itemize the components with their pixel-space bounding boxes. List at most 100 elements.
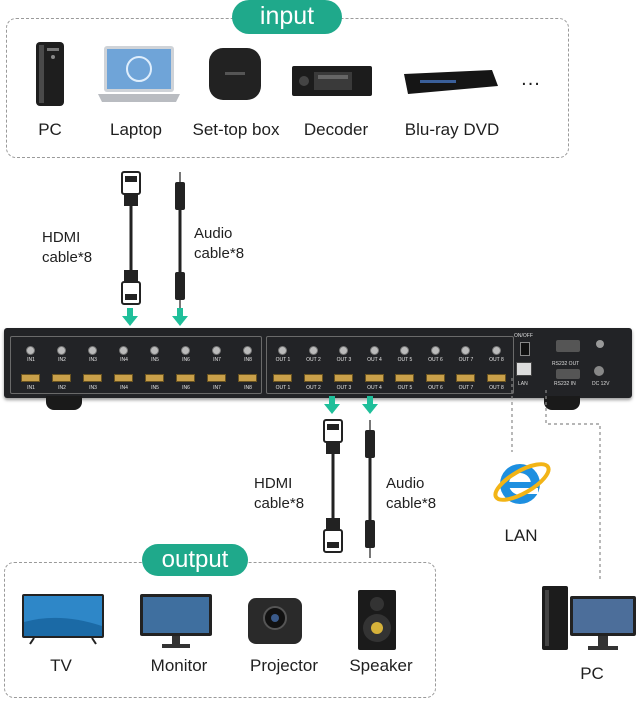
port-label: OUT 6	[428, 357, 443, 363]
port-label: IN7	[213, 357, 221, 363]
audio-port[interactable]	[430, 346, 440, 355]
audio-port[interactable]	[278, 346, 287, 355]
set-top-box-icon	[209, 48, 261, 100]
monitor-icon	[140, 594, 212, 648]
audio-port[interactable]	[461, 346, 470, 355]
hdmi-port[interactable]	[21, 374, 40, 382]
input-port-group	[10, 336, 262, 394]
input-hdmi-arrow-icon	[122, 308, 138, 326]
port-label: OUT 8	[489, 385, 504, 391]
hdmi-port[interactable]	[395, 374, 414, 382]
hdmi-port[interactable]	[238, 374, 257, 382]
audio-port[interactable]	[57, 346, 66, 355]
rs232-out-port[interactable]	[556, 340, 580, 352]
port-label: OUT 4	[367, 385, 382, 391]
port-label: OUT 6	[428, 385, 443, 391]
output-port-group	[266, 336, 514, 394]
output-title: output	[142, 544, 248, 576]
internet-explorer-icon	[493, 462, 551, 504]
hdmi-port[interactable]	[456, 374, 475, 382]
audio-port[interactable]	[243, 346, 252, 355]
input-label-laptop: Laptop	[110, 120, 162, 139]
lan-port-label: LAN	[518, 381, 528, 387]
audio-port[interactable]	[308, 346, 318, 355]
power-switch[interactable]	[520, 342, 530, 356]
audio-port[interactable]	[150, 346, 159, 355]
port-label: IN5	[151, 385, 159, 391]
output-hdmi-cable-label: HDMI cable*8	[254, 475, 305, 512]
audio-port[interactable]	[181, 346, 190, 355]
input-label-bluray-dvd: Blu-ray DVD	[404, 120, 500, 139]
speaker-icon	[358, 590, 396, 650]
port-label: IN5	[151, 357, 159, 363]
audio-port[interactable]	[339, 346, 348, 355]
hdmi-port[interactable]	[303, 374, 323, 382]
hdmi-port[interactable]	[273, 374, 292, 382]
input-audio-cable-label: Audio cable*8	[194, 225, 245, 262]
matrix-foot-right	[544, 396, 580, 410]
desktop-pc-icon	[542, 586, 636, 650]
hdmi-port[interactable]	[334, 374, 353, 382]
port-label: OUT 5	[397, 385, 413, 391]
audio-port[interactable]	[491, 346, 501, 355]
remote-pc-label: PC	[580, 664, 604, 683]
rs232-in-port[interactable]	[556, 369, 580, 379]
lan-label: LAN	[504, 526, 538, 545]
input-audio-arrow-icon	[172, 308, 188, 326]
bluray-player-icon	[404, 70, 498, 94]
hdmi-port[interactable]	[207, 374, 226, 382]
port-label: IN4	[120, 357, 128, 363]
tv-icon	[22, 594, 104, 645]
audio-port[interactable]	[119, 346, 128, 355]
hdmi-port[interactable]	[364, 374, 384, 382]
port-label: IN2	[58, 357, 66, 363]
port-label: OUT 3	[336, 357, 352, 363]
port-label: OUT 7	[458, 385, 474, 391]
port-label: OUT 7	[458, 357, 474, 363]
output-label-projector: Projector	[249, 656, 319, 675]
port-label: IN6	[182, 357, 190, 363]
matrix-foot-left	[46, 396, 82, 410]
hdmi-port[interactable]	[52, 374, 71, 382]
input-label-set-top-box: Set-top box	[192, 120, 280, 139]
audio-port[interactable]	[212, 346, 221, 355]
hdmi-port[interactable]	[176, 374, 195, 382]
hdmi-port[interactable]	[83, 374, 102, 382]
port-label: IN3	[89, 385, 97, 391]
port-label: OUT 2	[306, 385, 321, 391]
hdmi-port[interactable]	[486, 374, 506, 382]
audio-port[interactable]	[369, 346, 379, 355]
hdmi-port[interactable]	[114, 374, 133, 382]
input-hdmi-cable-label: HDMI cable*8	[42, 229, 93, 266]
power-label: ON/OFF	[514, 333, 533, 339]
laptop-icon	[98, 46, 180, 102]
audio-port[interactable]	[26, 346, 35, 355]
output-hdmi-cable-icon	[323, 419, 343, 553]
output-audio-cable-icon	[365, 420, 375, 558]
output-audio-arrow-icon	[362, 396, 378, 414]
dc-power-port[interactable]	[594, 366, 604, 376]
audio-port[interactable]	[400, 346, 409, 355]
rs232-in-label: RS232 IN	[554, 381, 576, 387]
ground-screw	[596, 340, 604, 348]
output-label-tv: TV	[50, 656, 72, 675]
audio-port[interactable]	[88, 346, 97, 355]
lan-port[interactable]	[516, 362, 532, 376]
rs232-out-label: RS232 OUT	[552, 361, 580, 367]
port-label: OUT 4	[367, 357, 382, 363]
port-label: IN6	[182, 385, 190, 391]
port-label: IN7	[213, 385, 221, 391]
port-label: IN3	[89, 357, 97, 363]
port-label: IN8	[244, 385, 252, 391]
dc-label: DC 12V	[592, 381, 610, 387]
port-label: OUT 3	[336, 385, 352, 391]
input-audio-cable-icon	[175, 172, 185, 310]
input-title: input	[232, 0, 342, 34]
hdmi-port[interactable]	[145, 374, 164, 382]
hdmi-port[interactable]	[425, 374, 445, 382]
output-label-speaker: Speaker	[349, 656, 413, 675]
decoder-icon	[292, 66, 372, 96]
port-label: OUT 8	[489, 357, 504, 363]
input-hdmi-cable-icon	[121, 171, 141, 305]
